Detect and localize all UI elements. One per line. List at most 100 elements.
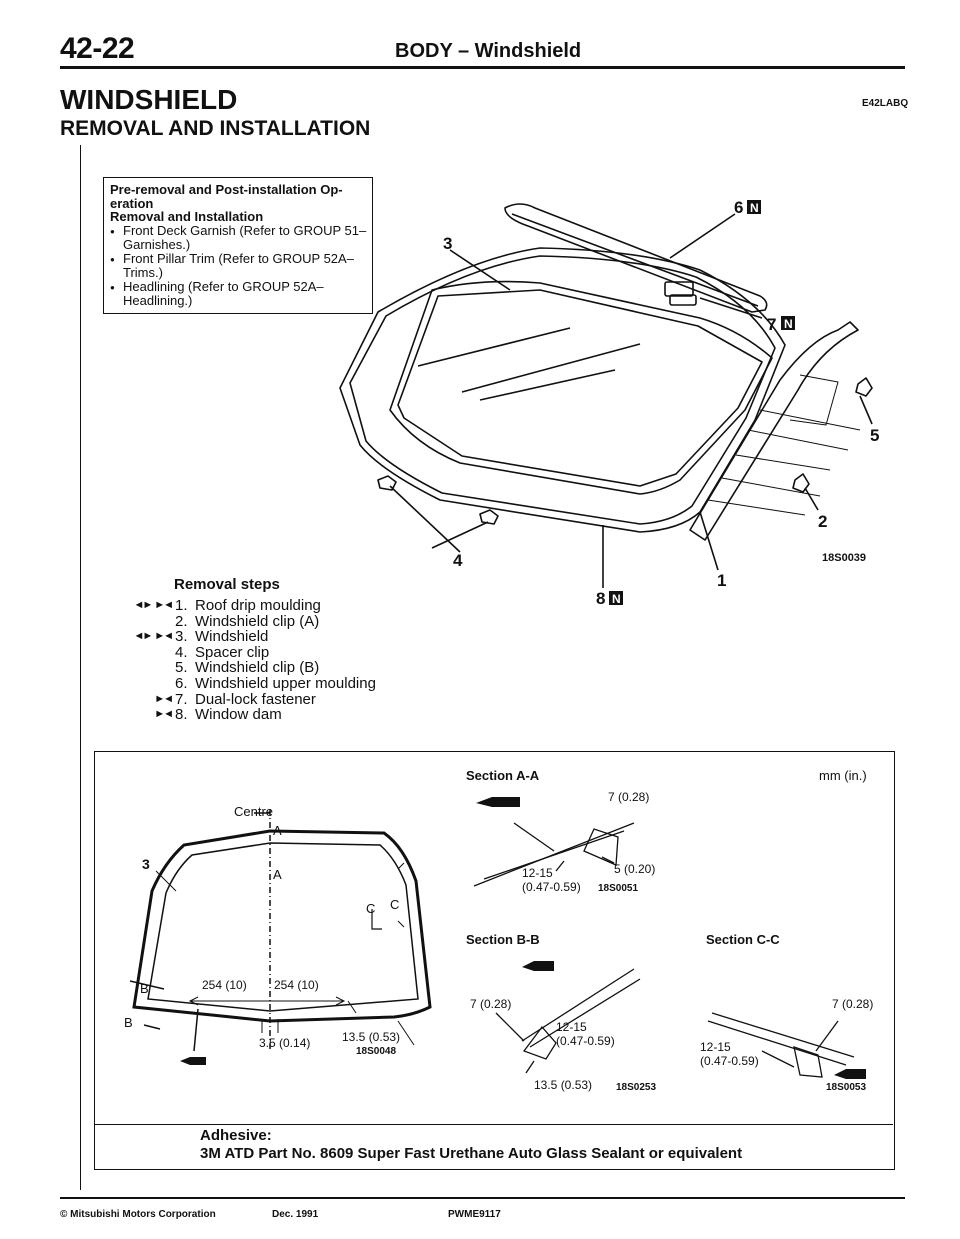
front-view-code: 18S0048 [356,1046,396,1057]
step-number: 4. [175,643,188,661]
section-cc-code: 18S0053 [826,1082,866,1093]
front-view-diagram [129,809,432,1052]
units-label: mm (in.) [819,768,867,783]
removal-step: 4. Spacer clip [100,645,376,661]
section-bb-dim-2b: (0.47-0.59) [556,1034,615,1048]
adhesive-gun-icon [180,1057,206,1065]
adhesive-gun-icon [476,797,520,807]
removal-step: 2. Windshield clip (A) [100,612,376,630]
callout-8: 8 [596,589,605,608]
adhesive-gun-icon [522,961,554,971]
removal-step: 6. Windshield upper moulding [100,676,376,692]
title-code: E42LABQ [862,98,909,109]
section-bb-code: 18S0253 [616,1082,656,1093]
step-label: Windshield clip (A) [195,612,320,630]
step-label: Window dam [195,706,282,724]
removal-step: ►◄ 7. Dual-lock fastener [100,690,376,708]
page-title: WINDSHIELD [60,84,238,115]
removal-step: ►◄ 8. Window dam [100,707,376,723]
footer-date: Dec. 1991 [272,1209,319,1220]
step-number: 6. [175,674,188,692]
operations-list: Front Deck Garnish (Refer to GROUP 51–Ga… [110,223,368,308]
section-aa-diagram [473,822,635,887]
dim-left: 254 (10) [202,978,247,992]
footer-code: PWME9117 [448,1209,501,1220]
page-number: 42-22 [60,32,135,65]
main-diagram-code: 18S0039 [822,552,866,564]
operations-item: Headlining (Refer to GROUP 52A–Headlinin… [110,279,368,308]
section-aa-title: Section A-A [466,768,540,783]
section-marker-a: A [273,823,282,838]
operations-subheading: Removal and Installation [110,209,264,224]
n-mark-icon: N [784,317,793,331]
installation-service-mark: ►◄ [154,692,174,705]
front-view-callout-3: 3 [142,856,150,872]
operations-item: Front Deck Garnish (Refer to GROUP 51–Ga… [110,223,368,252]
section-cc-dim-2: 12-15 [700,1040,731,1054]
step-label: Dual-lock fastener [195,690,316,708]
n-mark-icon: N [750,201,759,215]
section-bb-dim-3: 13.5 (0.53) [534,1078,592,1092]
section-bb-dim-2: 12-15 [556,1020,587,1034]
step-number: 5. [175,659,188,677]
installation-service-mark: ►◄ [154,599,174,611]
section-marker-c: C [366,901,375,916]
callout-5: 5 [870,426,879,445]
dim-edge: 13.5 (0.53) [342,1030,400,1044]
callout-2: 2 [818,512,827,531]
centre-label: Centre [234,804,273,819]
callout-6: 6 [734,198,743,217]
step-number: 3. [175,628,188,646]
section-bb-title: Section B-B [466,932,540,947]
operations-heading-cont: eration [110,195,154,211]
section-cc-title: Section C-C [706,932,780,947]
section-cc-dim-1: 7 (0.28) [832,997,873,1011]
step-label: Spacer clip [195,643,270,661]
footer-corporation: © Mitsubishi Motors Corporation [60,1209,216,1220]
step-number: 1. [175,597,188,614]
step-label: Roof drip moulding [195,597,321,614]
adhesive-section-box [94,751,895,1170]
frame-left-rule [80,145,81,1190]
section-bb-dim-1: 7 (0.28) [470,997,511,1011]
section-marker-c: C [390,897,399,912]
callout-3: 3 [443,234,452,253]
callout-1: 1 [717,571,726,590]
section-bb-diagram [495,968,641,1074]
removal-step: ◄►►◄ 3. Windshield [100,629,376,645]
section-header-title: BODY – Windshield [395,40,582,62]
removal-service-mark: ◄► [133,630,153,643]
dim-right: 254 (10) [274,978,319,992]
installation-service-mark: ►◄ [154,708,174,721]
removal-step: ◄►►◄ 1. Roof drip moulding [100,598,376,614]
section-aa-dim-2: 5 (0.20) [614,862,655,876]
section-aa-dim-3: 12-15 [522,866,553,880]
removal-step: 5. Windshield clip (B) [100,660,376,676]
step-number: 2. [175,612,188,630]
header-rule [60,66,905,69]
adhesive-title: Adhesive: [200,1127,272,1144]
section-aa-dim-1: 7 (0.28) [608,790,649,804]
removal-steps-title: Removal steps [174,576,280,593]
operations-heading: Pre-removal and Post-installation Op- [110,182,343,197]
section-marker-a: A [273,867,282,882]
section-cc-diagram [707,1012,855,1078]
adhesive-spec: 3M ATD Part No. 8609 Super Fast Urethane… [200,1145,743,1162]
n-mark-icon: N [612,592,621,606]
section-views-diagram: mm (in.) Centre 3 A A C C B B 254 (10) 2… [124,768,873,1093]
section-marker-b: B [124,1015,133,1030]
removal-service-mark: ◄► [133,599,153,611]
n-mark-icons: N N N [609,200,795,606]
operations-item: Front Pillar Trim (Refer to GROUP 52A–Tr… [110,251,368,280]
adhesive-divider [94,1124,893,1125]
removal-steps-list: ◄►►◄ 1. Roof drip moulding 2. Windshield… [100,598,376,723]
step-number: 7. [175,690,188,708]
section-marker-b: B [140,981,149,996]
step-label: Windshield clip (B) [195,659,320,677]
windshield-exploded-diagram: 3 6 7 5 2 4 1 8 N N N 18S0039 [339,198,879,608]
installation-service-mark: ►◄ [154,630,174,643]
step-label: Windshield [195,628,269,646]
dim-small: 3.5 (0.14) [259,1036,310,1050]
callout-4: 4 [453,551,463,570]
operations-box: Pre-removal and Post-installation Op- er… [103,177,373,314]
